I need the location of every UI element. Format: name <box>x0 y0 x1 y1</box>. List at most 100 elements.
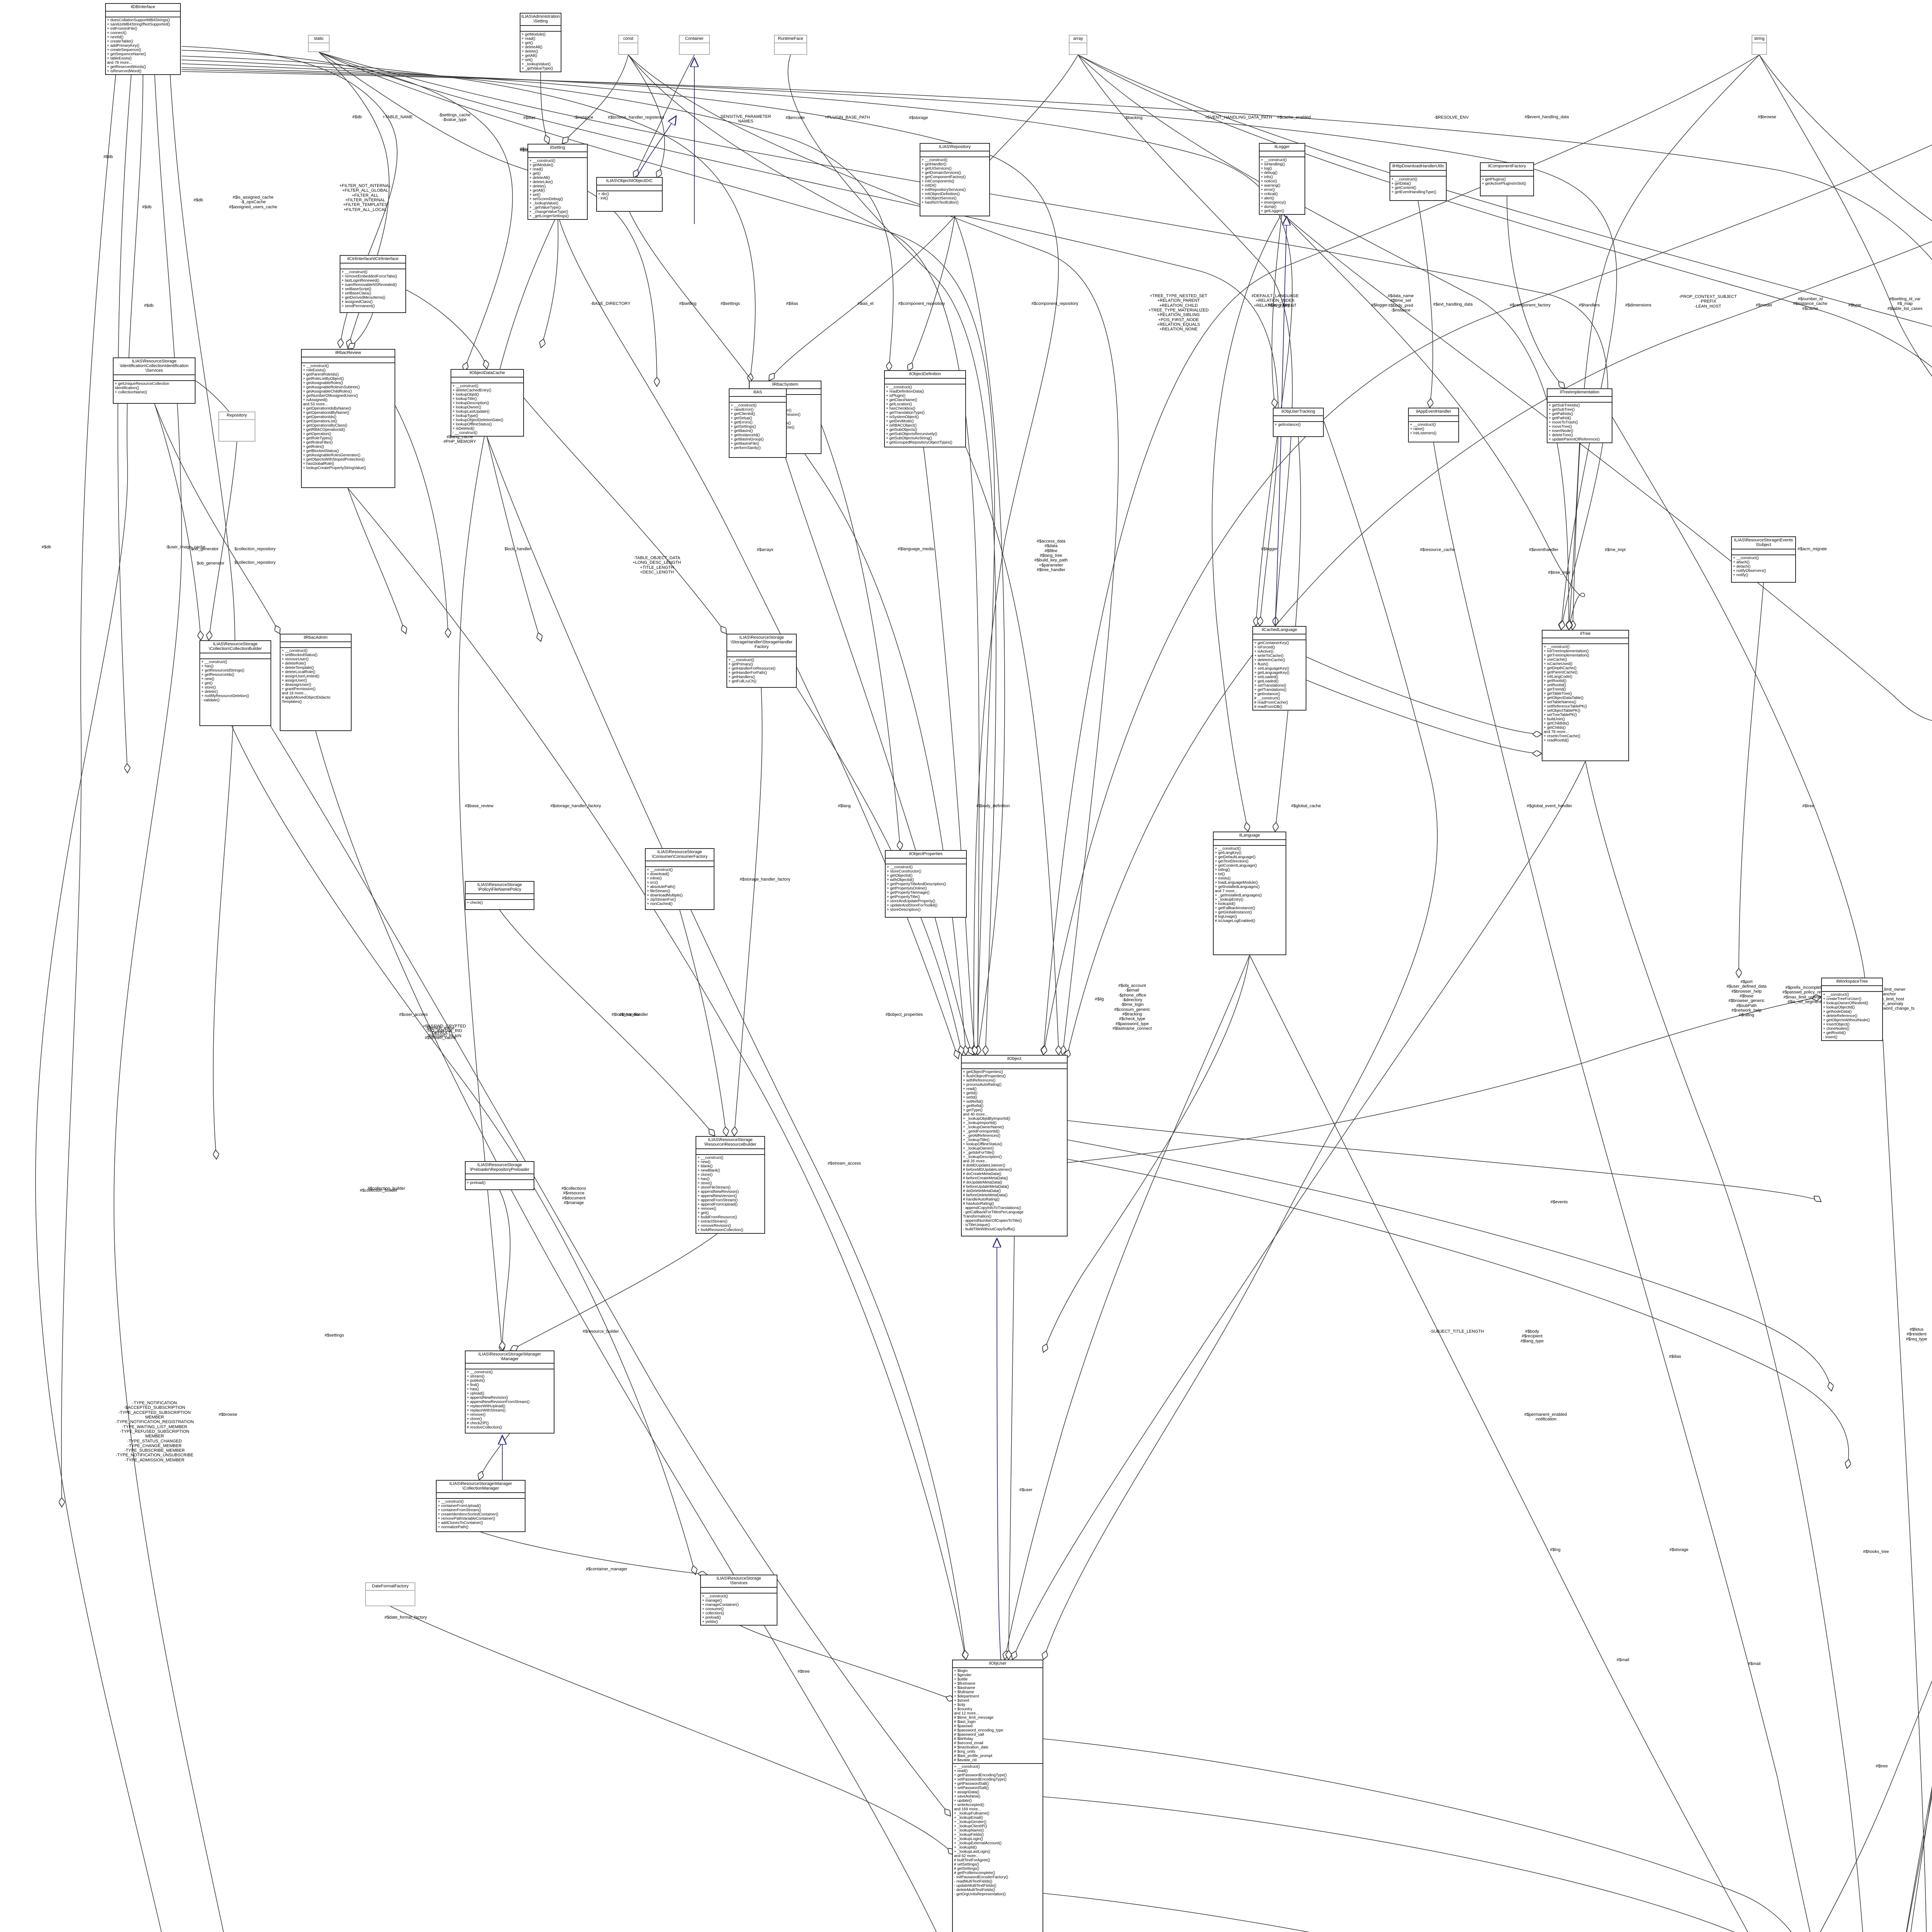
uml-class-Container[interactable]: Container <box>679 35 710 55</box>
uml-class-ILIAS_ResourceStorage_Policy_FileNamePolicy[interactable]: ILIAS\ResourceStorage \Policy\FileNamePo… <box>465 881 534 910</box>
class-title: ilDBInterface <box>106 4 180 12</box>
uml-class-ILIAS_ResourceStorage_ResourceResourceBuilder[interactable]: ILIAS\ResourceStorage \Resource\Resource… <box>696 1136 765 1234</box>
uml-class-ilWorkspaceTree[interactable]: ilWorkspaceTree+ __construct() + createT… <box>1821 978 1883 1041</box>
edge-label: #$db <box>193 198 203 202</box>
class-title: ilTree <box>1543 631 1628 638</box>
uml-class-ilTree[interactable]: ilTree+ __construct() + initTreeImplemen… <box>1542 630 1629 761</box>
uml-class-static[interactable]: static <box>308 35 330 52</box>
uml-class-ILIAS_Administration_Setting[interactable]: ILIAS\Administration \Setting+ getModule… <box>520 13 561 72</box>
class-operations: + __construct() + storeConstructor() + g… <box>887 865 946 912</box>
uml-class-ilRbacAdmin[interactable]: ilRbacAdmin + __construct() + setBlockedS… <box>280 634 352 731</box>
edge-label: -PROP_CONTEXT_SUBJECT -PREFIX -LEAN_HOST <box>1679 294 1737 309</box>
edge-label: #$mail <box>1748 1662 1761 1666</box>
uml-class-RuntimeFace[interactable]: RuntimeFace <box>774 35 807 55</box>
edge-label: #$tree <box>798 1669 810 1674</box>
class-title: ILIAS\ResourceStorage \Resource\Resource… <box>696 1137 764 1149</box>
edge-label: #$browse_handler_registered <box>608 115 664 120</box>
uml-class-ilComponentFactory[interactable]: ilComponentFactory+ getPlugins() + getAc… <box>1480 162 1534 196</box>
class-operations: + __construct() + getModule() + read() +… <box>529 158 569 218</box>
class-attributes <box>106 12 180 17</box>
uml-class-ilCtrlCoreInterface[interactable]: ilCtrlInterface\ilCtrlInterface+ __const… <box>340 255 406 313</box>
edge-label: +FILTER_NOT_INTERNAL +FILTER_ALL_GLOBAL … <box>339 184 391 212</box>
class-operations: + __construct() + isHandling() + log() +… <box>1261 158 1287 213</box>
class-attributes <box>466 894 534 900</box>
uml-class-ILIAS_ResourceStorage_Preloader_RepositoryPreloader[interactable]: ILIAS\ResourceStorage \Preloader\Reposit… <box>465 1161 534 1190</box>
edge-label: #$handlers <box>1578 303 1600 308</box>
uml-class-ILIAS_ResourceStorage_Consumer_ConsumerFactory[interactable]: ILIAS\ResourceStorage \Consumer\Consumer… <box>645 848 714 910</box>
class-title: Container <box>680 36 709 43</box>
class-operations: + __construct() + stream() + publish() +… <box>467 1370 530 1430</box>
class-operations: + __construct() + readDefinitionData() +… <box>886 385 952 445</box>
class-operations: + __construct() + setBlockedStatus() + r… <box>282 648 331 704</box>
edge-label: -SUBJECT_TITLE_LENGTH <box>1429 1329 1484 1334</box>
uml-class-ILIAS_ResourceStorage_EventsSubject[interactable]: ILIAS\ResourceStorage\Events \Subject+ _… <box>1731 536 1796 583</box>
uml-class-ilLanguage[interactable]: ilLanguage+ __construct() + getLangKey()… <box>1213 832 1286 955</box>
edge-label: #$resource_cache <box>1420 548 1455 552</box>
uml-class-ilTreeImplementation[interactable]: ilTreeImplementation+ getSubTreeIds() + … <box>1547 388 1612 443</box>
class-attributes <box>302 357 395 363</box>
class-attributes <box>340 264 405 269</box>
uml-class-ilSetting[interactable]: ilSetting+ __construct() + getModule() +… <box>527 144 588 220</box>
edge-label: #$collection_builder <box>360 1188 398 1193</box>
edge-label: +TABLE_NAME <box>382 115 413 119</box>
class-attributes <box>1548 397 1612 403</box>
class-attributes <box>1409 416 1458 422</box>
edge-label: #$storage_handler_factory <box>550 804 601 808</box>
edge-label: #$is_assigned_cache -$_opsCache #$assign… <box>229 195 277 209</box>
class-attributes <box>962 1063 1067 1069</box>
uml-class-ilDBInterface[interactable]: ilDBInterface+ doesCollationSupportMB4St… <box>105 3 181 75</box>
uml-class-const[interactable]: const <box>618 35 638 55</box>
edge-label: #$mail <box>1616 1658 1629 1662</box>
uml-class-ilObjectDefinition[interactable]: ilObjectDefinition+ __construct() + read… <box>884 370 966 447</box>
uml-class-ILIAS_ResourceStorage_Identification_CollectionIdentification[interactable]: ILIAS\ResourceStorage \Identification\Co… <box>113 357 196 404</box>
uml-class-ilRbacReview[interactable]: ilRbacReview+ __construct() + roleExists… <box>301 349 395 488</box>
class-operations: + __construct() + download() + inline() … <box>647 867 683 906</box>
uml-class-ilObject[interactable]: ilObject+ getObjectProperties() + flushO… <box>961 1055 1068 1236</box>
uml-class-ILIAS_ResourceStorage_Collection_CollectionBuilder[interactable]: ILIAS\ResourceStorage \Collection\Collec… <box>199 640 271 726</box>
uml-class-ilHttpServiceHandlers[interactable]: ilHttpDownloadHandlerUtils+ __construct(… <box>1389 162 1447 201</box>
uml-class-ilLogger[interactable]: ilLogger+ __construct() + isHandling() +… <box>1259 143 1305 215</box>
uml-class-array_top[interactable]: array <box>1069 35 1087 55</box>
class-operations: + getUniqueResourceCollection Identifica… <box>115 381 169 395</box>
uml-class-ILIAS_ResourceStorage_Manager_Manager[interactable]: ILIAS\ResourceStorage\Manager \Manager+ … <box>465 1350 554 1434</box>
uml-class-Repository_box[interactable]: Repository <box>218 412 255 442</box>
uml-class-ILIAS_Repository[interactable]: ILIAS\Repository+ __construct() + getHan… <box>920 143 990 216</box>
edge-label: #$eventhandler <box>1529 548 1558 552</box>
uml-class-ilObjectProperties[interactable]: ilObjectProperties+ __construct() + stor… <box>885 850 967 918</box>
uml-class-ilAppEventHandler[interactable]: ilAppEventHandler+ __construct() + raise… <box>1408 408 1459 442</box>
edge-label: #$access_data #$data #$filtre #$lang_tre… <box>1034 539 1068 572</box>
class-title: ilComponentFactory <box>1481 163 1533 171</box>
class-title: const <box>619 36 638 43</box>
uml-class-ILIAS_ResourceStorage_Manager_CollectionManager[interactable]: ILIAS\ResourceStorage\Manager \Collectio… <box>436 1480 526 1532</box>
edge-label: #$body_definition <box>976 804 1010 808</box>
edge-label: #$user_access <box>399 1012 428 1017</box>
edge-label: #$lock_handler <box>611 1012 641 1017</box>
edge-label: #$user <box>1019 1488 1032 1492</box>
class-attributes <box>1481 171 1533 177</box>
uml-class-DateFormatFactory[interactable]: DateFormatFactory <box>365 1582 415 1606</box>
edge-label: #$obj_account -$email -$phone_office -$d… <box>1112 983 1152 1031</box>
edge-label: #$evt_handling_data <box>1433 302 1473 307</box>
class-title: ilRbacAdmin <box>281 634 351 642</box>
uml-class-ilCachedLanguage[interactable]: ilCachedLanguage+ getContainerKey() + is… <box>1252 626 1306 711</box>
uml-class-string_top[interactable]: string <box>1752 35 1767 55</box>
class-title: ILIAS\ResourceStorage \Policy\FileNamePo… <box>466 882 534 894</box>
class-title: ILIAS\ResourceStorage \Preloader\Reposit… <box>466 1162 534 1174</box>
edge-label: #$component_repository <box>1031 301 1078 306</box>
uml-class-ilObjUserTracking[interactable]: ilObjUserTracking+ getInstance() <box>1273 408 1324 437</box>
class-attributes <box>646 861 714 867</box>
edge-label: #$ilias <box>786 301 798 306</box>
uml-class-ILIAS_ResourceStorage_Services[interactable]: ILIAS\ResourceStorage \Services+ __const… <box>700 1575 777 1626</box>
uml-class-ILIAS_ResourceStorage_StorageHandler_StorageHandlerFactory[interactable]: ILIAS\ResourceStorage \StorageHandler\St… <box>726 634 797 688</box>
class-attributes <box>1274 416 1323 422</box>
uml-class-ilObjUser[interactable]: ilObjUser+ $login + $gender + $utitle + … <box>952 1660 1043 1932</box>
class-operations: + preload() <box>467 1180 486 1185</box>
uml-class-ilIAS[interactable]: ilIAS+ __construct() + raiseError() + ge… <box>729 388 787 458</box>
class-title: ilObjectDataCache <box>451 370 523 378</box>
uml-class-ilObjectDataCache[interactable]: ilObjectDataCache+ __construct() + delet… <box>451 369 524 437</box>
edge-label: +PLUGIN_BASE_PATH <box>825 115 870 120</box>
class-attributes <box>1543 638 1628 644</box>
class-attributes <box>466 1174 534 1180</box>
uml-class-ILIAS_Object_ilObjectDIC[interactable]: ILIAS\Object\ilObjectDIC+ dic() - init() <box>596 177 663 212</box>
